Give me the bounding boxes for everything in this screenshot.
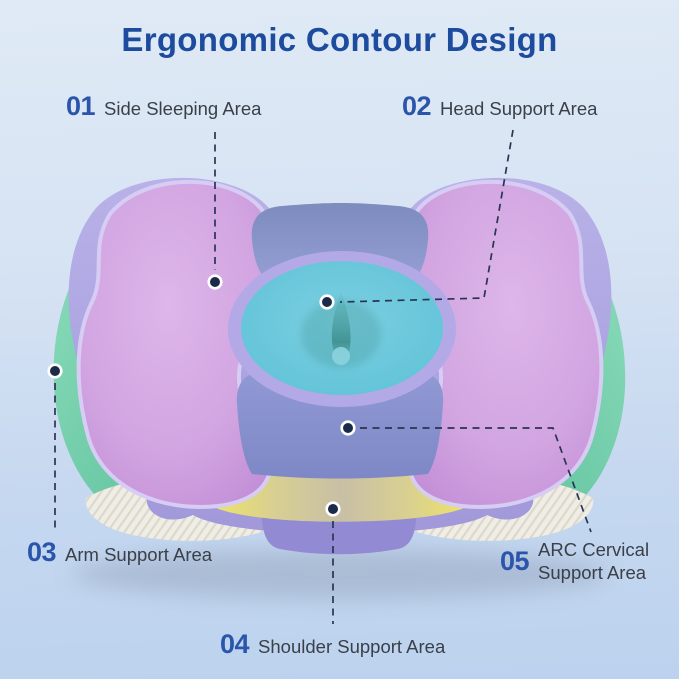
callout-dot-02 [319, 294, 335, 310]
label-number-03: 03 [27, 537, 57, 567]
label-text-04: Shoulder Support Area [258, 636, 446, 657]
label-shoulder-support-area: 04 Shoulder Support Area [220, 631, 445, 658]
callout-dots [47, 274, 356, 517]
label-arm-support-area: 03 Arm Support Area [27, 539, 212, 566]
label-text-05-line2: Support Area [538, 562, 647, 583]
label-text-05-line1: ARC Cervical [538, 539, 650, 560]
label-number-05: 05 [500, 545, 530, 576]
pillow-shadow [72, 549, 608, 599]
callout-dot-01 [207, 274, 223, 290]
label-number-02: 02 [402, 91, 432, 121]
callout-dot-05 [340, 420, 356, 436]
label-text-03: Arm Support Area [65, 544, 213, 565]
label-side-sleeping-area: 01 Side Sleeping Area [66, 93, 261, 120]
callout-dot-04 [325, 501, 341, 517]
callout-line-05 [360, 427, 592, 533]
label-number-04: 04 [220, 629, 250, 659]
cervical-panel [236, 374, 444, 479]
label-text-01: Side Sleeping Area [104, 98, 262, 119]
label-text-05: ARC Cervical Support Area [538, 538, 649, 584]
page-title: Ergonomic Contour Design [121, 21, 558, 58]
label-text-02: Head Support Area [440, 98, 598, 119]
callout-line-02 [339, 129, 514, 303]
callout-dot-03 [47, 363, 63, 379]
callout-lines [54, 129, 592, 624]
label-number-01: 01 [66, 91, 96, 121]
head-cradle-dimple [331, 292, 351, 359]
label-head-support-area: 02 Head Support Area [402, 93, 597, 120]
label-arc-cervical-support-area: 05 ARC Cervical Support Area [500, 538, 649, 584]
dimple-bump [332, 347, 350, 365]
